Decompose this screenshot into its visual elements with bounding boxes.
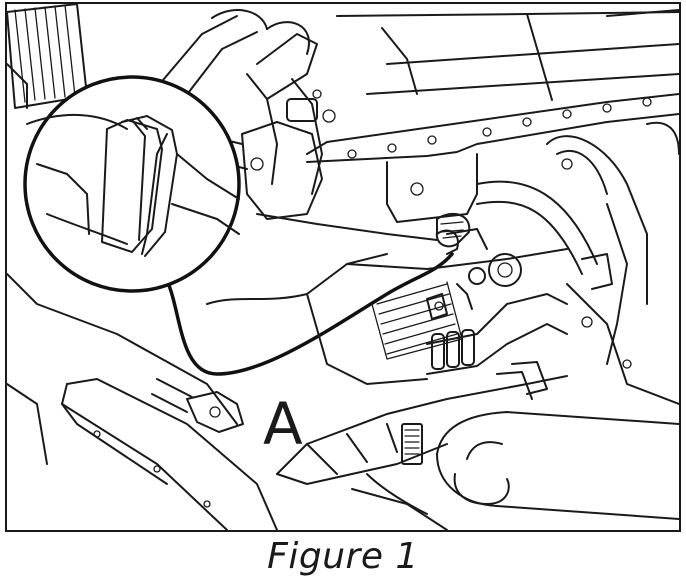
mounting-bracket bbox=[386, 153, 478, 223]
lower-coolant-hose bbox=[426, 180, 613, 375]
engine-bay-line-drawing: A bbox=[7, 4, 679, 530]
engine-components bbox=[206, 213, 568, 385]
exhaust-pipe bbox=[436, 411, 679, 520]
hose-clamp bbox=[435, 212, 471, 248]
frame-rail bbox=[7, 273, 278, 530]
callout-leader-line bbox=[143, 252, 454, 376]
figure-frame: A bbox=[5, 2, 681, 532]
figure-caption: Figure 1 bbox=[267, 536, 419, 577]
detail-magnifier-circle bbox=[23, 75, 241, 293]
callout-label-a: A bbox=[263, 390, 303, 458]
oil-pan bbox=[306, 9, 679, 163]
lower-fitting bbox=[151, 378, 244, 433]
transmission-housing bbox=[546, 121, 679, 405]
cross-member bbox=[276, 361, 568, 530]
